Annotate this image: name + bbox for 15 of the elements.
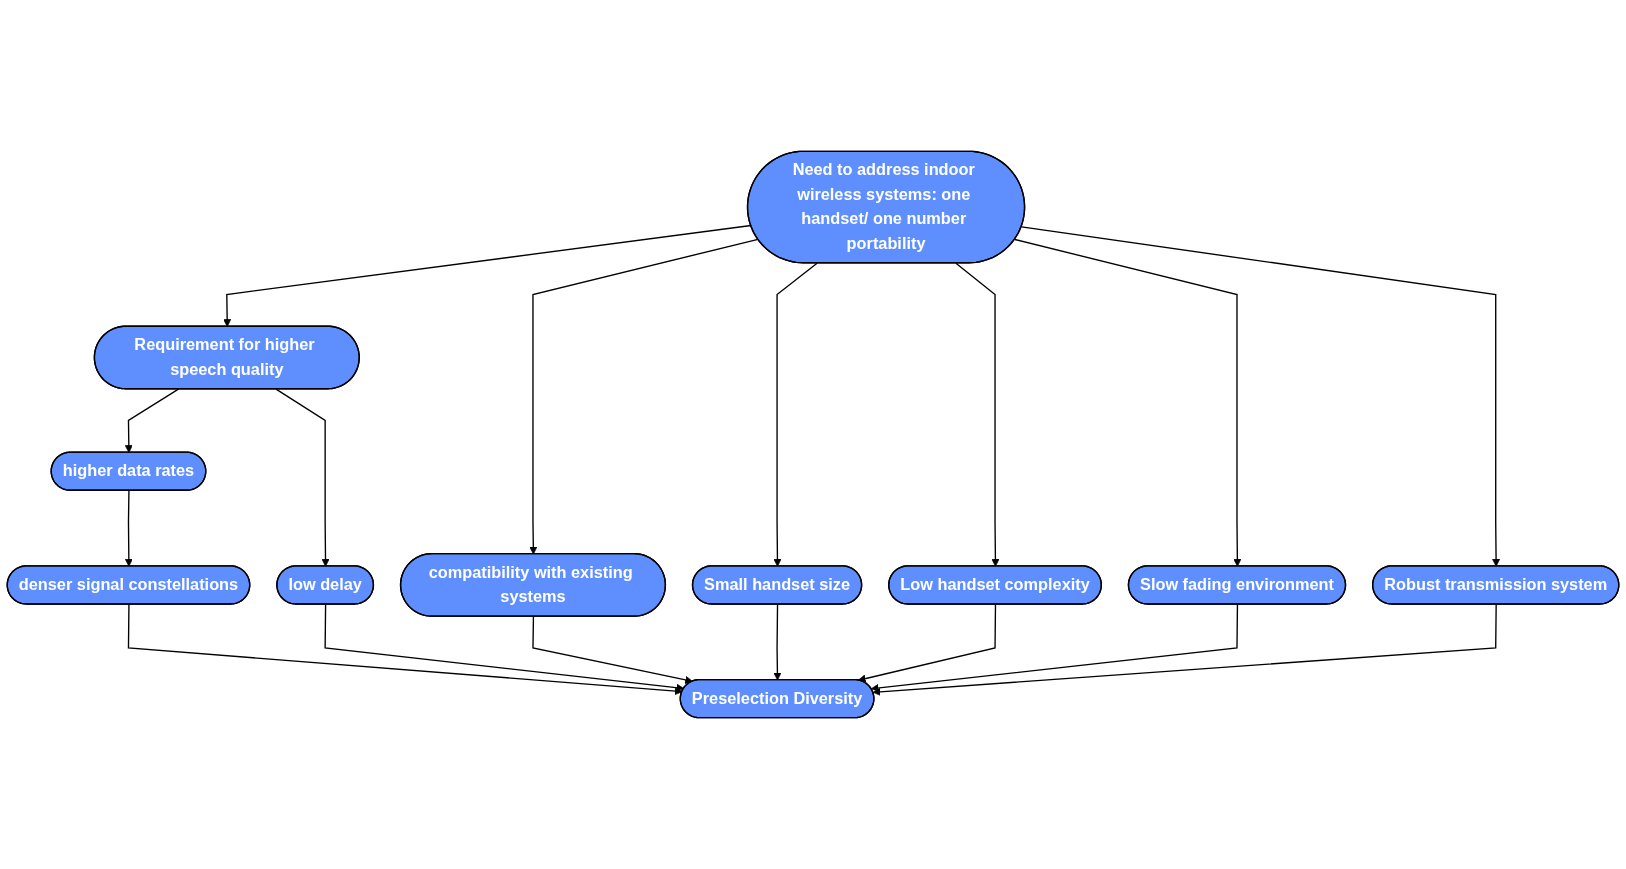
arrow <box>773 603 782 681</box>
arrow <box>773 262 818 567</box>
arrow <box>532 615 693 684</box>
arrow <box>1020 226 1501 567</box>
arrow <box>124 490 133 567</box>
arrow <box>127 603 683 696</box>
arrow <box>870 603 1239 692</box>
arrow <box>124 388 180 453</box>
arrow <box>324 603 685 692</box>
arrow <box>1014 238 1242 567</box>
arrow <box>955 262 1000 567</box>
arrow <box>223 224 752 328</box>
arrow <box>857 603 997 683</box>
arrow <box>872 603 1497 696</box>
arrow <box>275 388 330 567</box>
